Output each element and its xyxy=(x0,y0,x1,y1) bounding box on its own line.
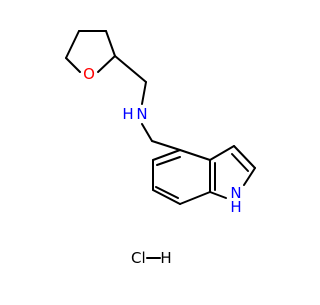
indole-n-label: N xyxy=(230,184,241,202)
bond xyxy=(179,149,211,161)
molecule-drawing: O N H N H Cl H xyxy=(65,30,256,267)
bond xyxy=(179,191,211,205)
bond xyxy=(233,145,256,169)
bond-lines xyxy=(65,30,256,259)
bond xyxy=(65,30,80,59)
indole-h-label: H xyxy=(230,198,241,216)
bond xyxy=(243,167,256,186)
bond xyxy=(152,189,181,205)
bond xyxy=(209,191,227,199)
chlorine-label: Cl xyxy=(131,249,146,267)
bond xyxy=(114,55,147,83)
hydrogen-label: H xyxy=(160,249,171,267)
bond xyxy=(231,153,249,172)
structure-canvas: O N H N H Cl H xyxy=(65,30,256,267)
bond xyxy=(65,57,81,73)
amine-h-label: H xyxy=(122,105,133,123)
bond xyxy=(141,123,153,142)
bond xyxy=(152,149,181,161)
amine-n-label: N xyxy=(136,105,147,123)
bond xyxy=(141,81,147,105)
oxygen-atom-label: O xyxy=(83,65,95,83)
bond xyxy=(155,186,179,199)
bond xyxy=(105,30,116,57)
bond xyxy=(151,140,181,151)
bond xyxy=(97,55,116,73)
bond xyxy=(209,145,235,161)
bond xyxy=(156,156,181,166)
